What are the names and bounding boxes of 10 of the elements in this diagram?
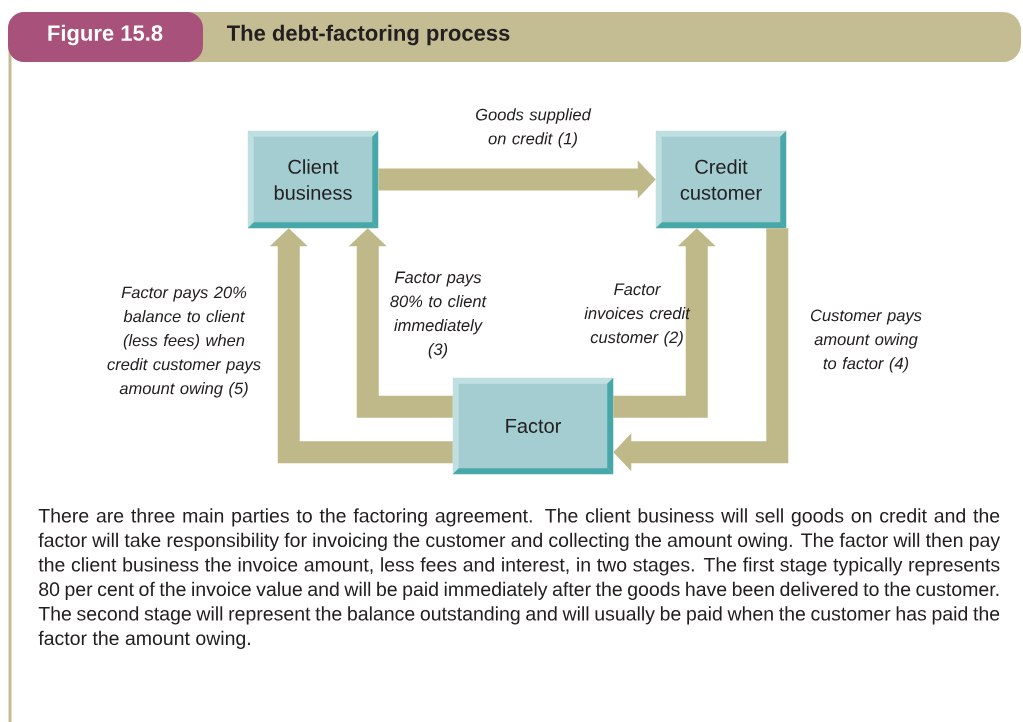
process-box: Credit customer <box>655 130 787 229</box>
edge-label: Factor invoices credit customer (2) <box>584 283 691 347</box>
edge-label: Goods supplied on credit (1) <box>476 108 592 148</box>
edge-label: Factor pays 80% to client immediately (3) <box>390 271 487 359</box>
edge-label: Factor pays 20% balance to client (less fees) when credit customer pays amount owing (5) <box>107 286 261 398</box>
process-box: Client business <box>247 130 379 229</box>
figure-number-tab: Figure 15.8 <box>8 12 203 62</box>
caption-paragraph: There are three main parties to the factoring agreement. The client business will sell goods on credit and the factor will take responsibility for invoicing the customer and collecting the amount owing. The factor will then pay the client business the invoice amount, less fees and interest, in two stages. The first stage typically represents 80 per cent of the invoice value and will be paid immediately after the goods have been delivered to the customer. The second stage will represent the balance outstanding and will usually be paid when the customer has paid the factor the amount owing. <box>38 508 1001 649</box>
process-box: Factor <box>452 377 614 475</box>
edge-label: Customer pays amount owing to factor (4) <box>810 309 922 373</box>
